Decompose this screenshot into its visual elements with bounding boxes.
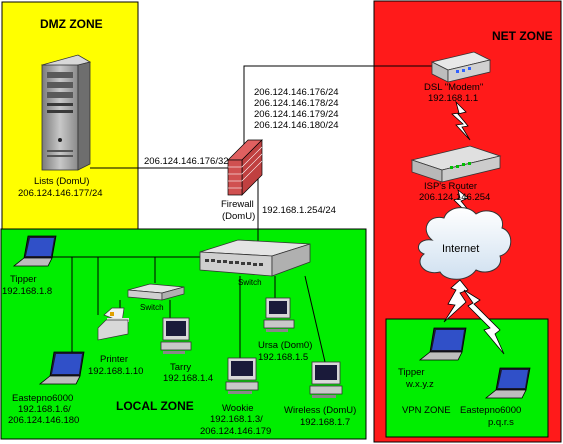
desktop-computer-icon — [225, 357, 259, 394]
firewall-internal-ip: 192.168.1.254/24 — [262, 205, 336, 216]
main-switch-label: Switch — [238, 278, 262, 287]
laptop-icon — [38, 351, 85, 385]
laptop-icon — [418, 327, 467, 361]
desktop-computer-icon — [263, 297, 295, 332]
desktop-computer-icon — [160, 317, 192, 354]
small-switch-label: Switch — [140, 303, 164, 312]
internet-cloud-icon — [417, 207, 512, 280]
dmz-zone-title: DMZ ZONE — [40, 17, 103, 31]
modem-label: DSL "Modem" — [424, 82, 483, 93]
laptop-icon — [484, 367, 531, 399]
vpn-host-name: Tipper — [398, 367, 425, 378]
local-host-ip-2: 206.124.146.180 — [8, 415, 79, 426]
small-switch-icon — [127, 283, 185, 301]
local-host-ip-2: 206.124.146.179 — [200, 426, 271, 437]
local-host-name: Printer — [100, 354, 128, 365]
local-zone-title: LOCAL ZONE — [116, 399, 194, 413]
firewall-label: Firewall — [221, 199, 254, 210]
local-host-ip: 192.168.1.7 — [300, 417, 350, 428]
router-icon — [410, 145, 502, 183]
local-host-ip: 192.168.1.3/ — [210, 414, 263, 425]
firewall-label-2: (DomU) — [222, 211, 255, 222]
server-tower-icon — [40, 54, 92, 171]
local-host-ip: 192.168.1.8 — [2, 286, 52, 297]
local-host-name: Tarry — [170, 362, 191, 373]
main-switch-icon — [199, 239, 311, 277]
firewall-external-ip-3: 206.124.146.179/24 — [254, 109, 339, 120]
dmz-link-ip: 206.124.146.176/32 — [144, 156, 229, 167]
router-label: ISP's Router — [424, 181, 477, 192]
local-host-ip: 192.168.1.6/ — [18, 404, 71, 415]
firewall-external-ip-2: 206.124.146.178/24 — [254, 98, 339, 109]
local-host-name: Eastepno6000 — [12, 393, 73, 404]
dmz-server-ip: 206.124.146.177/24 — [18, 188, 103, 199]
firewall-icon — [227, 139, 263, 196]
local-host-name: Ursa (Dom0) — [258, 340, 312, 351]
dsl-modem-icon — [430, 51, 492, 83]
vpn-host-name: Eastepno6000 — [460, 405, 521, 416]
desktop-computer-icon — [309, 361, 343, 398]
local-host-name: Wireless (DomU) — [284, 405, 356, 416]
firewall-external-ip-4: 206.124.146.180/24 — [254, 120, 339, 131]
internet-label: Internet — [442, 243, 479, 255]
dmz-server-label: Lists (DomU) — [34, 176, 89, 187]
firewall-external-ip-1: 206.124.146.176/24 — [254, 87, 339, 98]
local-host-name: Wookie — [222, 403, 254, 414]
router-ip: 206.124.146.254 — [419, 192, 490, 203]
modem-ip: 192.168.1.1 — [428, 93, 478, 104]
wireless-links — [443, 100, 505, 355]
net-zone-title: NET ZONE — [492, 29, 553, 43]
printer-icon — [97, 307, 129, 341]
vpn-host-ip: w.x.y.z — [405, 379, 434, 390]
local-host-ip: 192.168.1.10 — [88, 366, 143, 377]
connections — [32, 65, 435, 363]
local-host-ip: 192.168.1.4 — [163, 373, 213, 384]
vpn-zone-title: VPN ZONE — [402, 405, 451, 416]
local-host-name: Tipper — [10, 274, 37, 285]
local-host-ip: 192.168.1.5 — [258, 352, 308, 363]
laptop-icon — [12, 235, 57, 267]
vpn-host-ip: p.q.r.s — [488, 417, 514, 428]
